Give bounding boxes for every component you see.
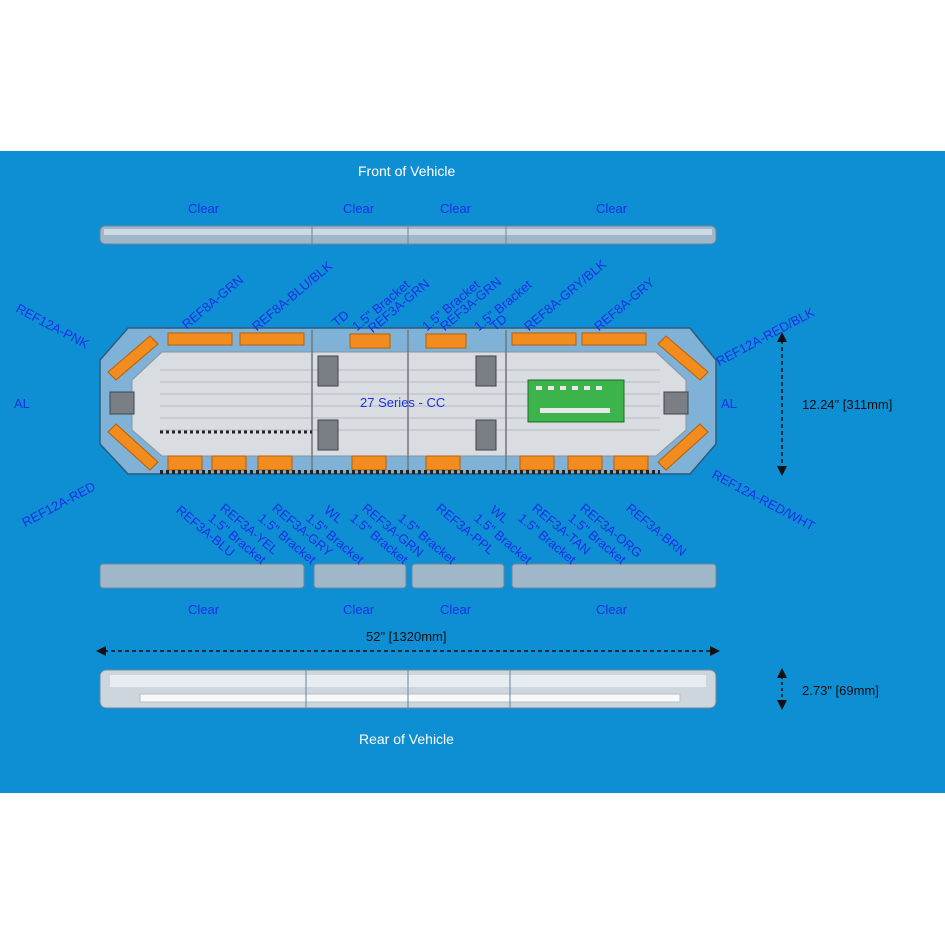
top-lens-label: Clear [596, 201, 628, 216]
lightbar-side-view [99, 669, 717, 709]
height-dimension-arrow [777, 668, 787, 710]
bottom-lens-label: Clear [440, 602, 472, 617]
center-series-label: 27 Series - CC [360, 395, 446, 410]
top-lens-label: Clear [188, 201, 220, 216]
right-side-label: AL [721, 396, 737, 411]
rear-of-vehicle-label: Rear of Vehicle [359, 731, 454, 747]
bottom-lens-strip [99, 563, 717, 589]
bottom-lens-label: Clear [596, 602, 628, 617]
bottom-lens-label: Clear [343, 602, 375, 617]
left-side-label: AL [14, 396, 30, 411]
top-lens-label: Clear [440, 201, 472, 216]
top-lens-label: Clear [343, 201, 375, 216]
top-lens-strip [99, 225, 717, 245]
lightbar-top-view [99, 327, 717, 475]
bottom-lens-label: Clear [188, 602, 220, 617]
depth-dimension-arrow [777, 332, 787, 476]
height-dimension-label: 2.73" [69mm] [802, 683, 879, 698]
front-of-vehicle-label: Front of Vehicle [358, 163, 456, 179]
length-dimension-arrow [96, 646, 720, 656]
depth-dimension-label: 12.24" [311mm] [802, 397, 893, 412]
length-dimension-label: 52" [1320mm] [366, 629, 447, 644]
